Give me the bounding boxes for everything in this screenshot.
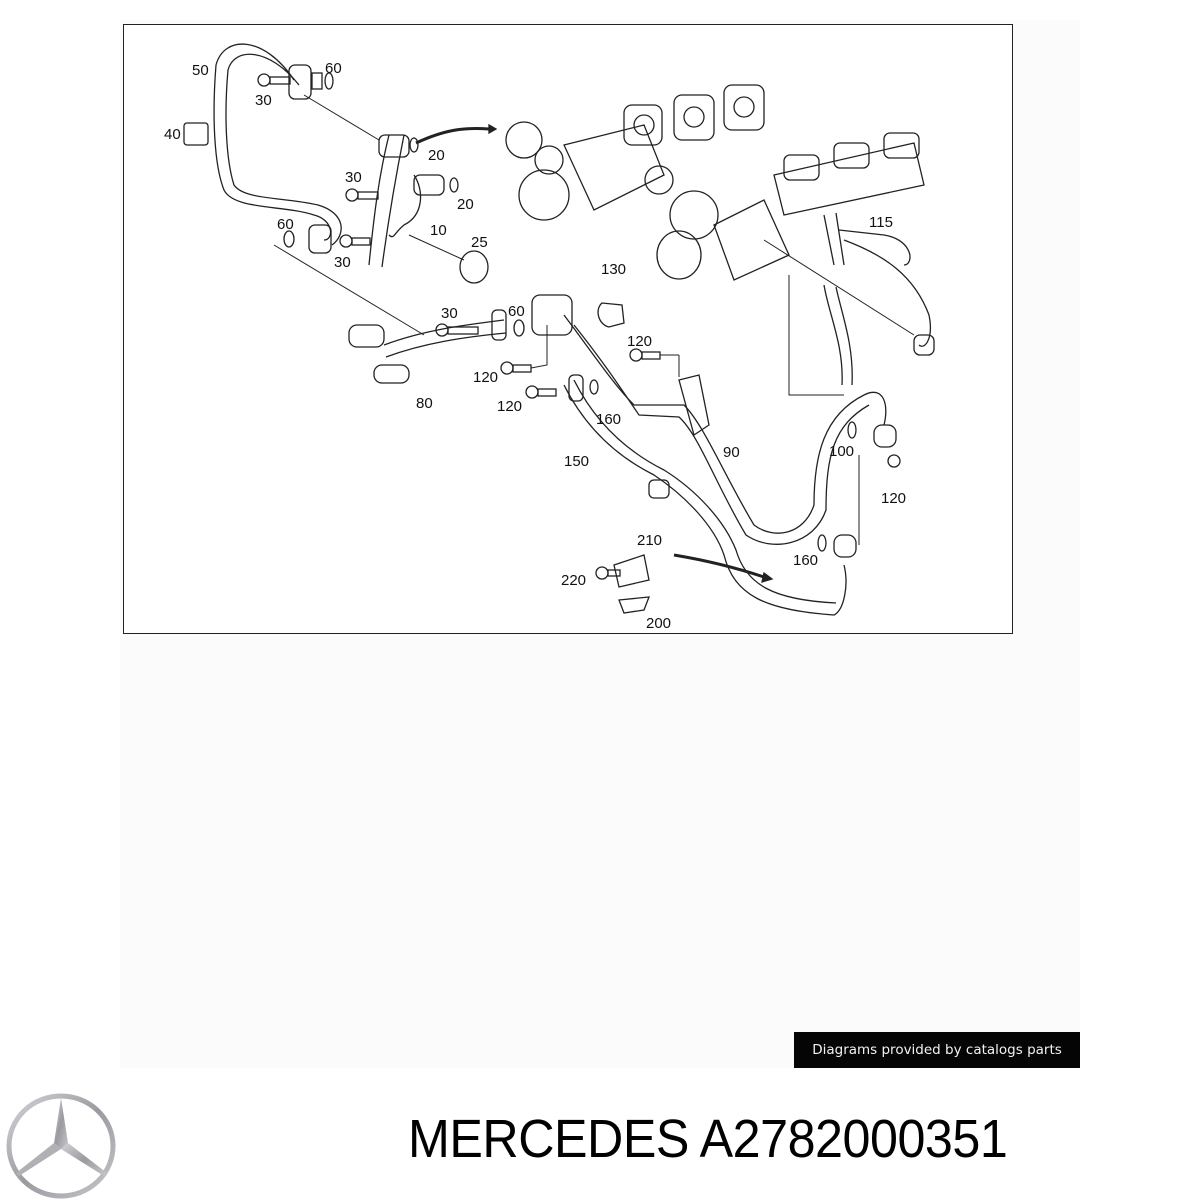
svg-text:20: 20: [457, 196, 474, 213]
credit-text: Diagrams provided by catalogs parts: [812, 1042, 1062, 1058]
svg-text:25: 25: [471, 234, 488, 251]
diagram-credit-banner: Diagrams provided by catalogs parts: [794, 1032, 1080, 1068]
svg-text:50: 50: [192, 62, 209, 79]
svg-text:90: 90: [723, 444, 740, 461]
svg-text:60: 60: [325, 60, 342, 77]
svg-text:120: 120: [881, 490, 906, 507]
parts-diagram: 50 60 30 40 20 30 20 10 60 30 25 30 60 1…: [123, 24, 1013, 634]
svg-text:150: 150: [564, 453, 589, 470]
svg-text:60: 60: [508, 303, 525, 320]
svg-text:20: 20: [428, 147, 445, 164]
svg-text:60: 60: [277, 216, 294, 233]
part-title: MERCEDES A2782000351: [408, 1109, 1008, 1169]
svg-text:130: 130: [601, 261, 626, 278]
svg-text:220: 220: [561, 572, 586, 589]
svg-text:200: 200: [646, 615, 671, 632]
svg-text:30: 30: [334, 254, 351, 271]
svg-text:120: 120: [473, 369, 498, 386]
svg-text:100: 100: [829, 443, 854, 460]
svg-text:160: 160: [793, 552, 818, 569]
svg-text:30: 30: [345, 169, 362, 186]
mercedes-star-icon: [4, 1093, 116, 1199]
svg-text:210: 210: [637, 532, 662, 549]
svg-text:80: 80: [416, 395, 433, 412]
diagram-drawing: 50 60 30 40 20 30 20 10 60 30 25 30 60 1…: [164, 43, 935, 632]
svg-text:120: 120: [497, 398, 522, 415]
svg-text:10: 10: [430, 222, 447, 239]
svg-text:160: 160: [596, 411, 621, 428]
svg-text:30: 30: [441, 305, 458, 322]
svg-text:30: 30: [255, 92, 272, 109]
svg-text:40: 40: [164, 126, 181, 143]
svg-text:115: 115: [869, 214, 893, 231]
svg-text:120: 120: [627, 333, 652, 350]
